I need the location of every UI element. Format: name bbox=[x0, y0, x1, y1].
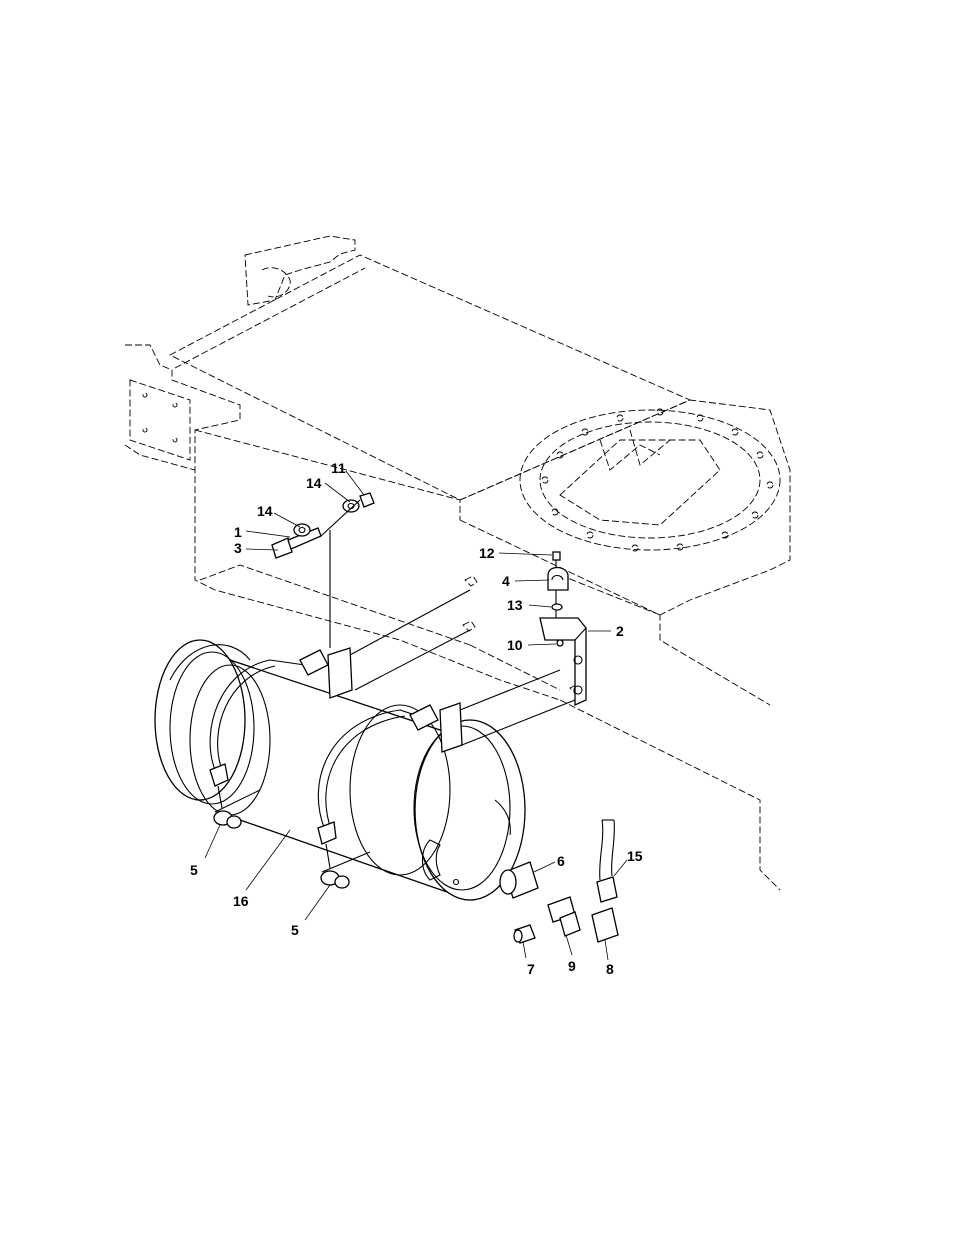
callout-5-a: 5 bbox=[190, 862, 198, 878]
callout-9: 9 bbox=[568, 958, 576, 974]
callout-1: 1 bbox=[234, 524, 242, 540]
callout-16: 16 bbox=[233, 893, 249, 909]
callout-7: 7 bbox=[527, 961, 535, 977]
callout-15: 15 bbox=[627, 848, 643, 864]
callout-3: 3 bbox=[234, 540, 242, 556]
callout-2: 2 bbox=[616, 623, 624, 639]
callout-13: 13 bbox=[507, 597, 523, 613]
callout-8: 8 bbox=[606, 961, 614, 977]
callout-14-b: 14 bbox=[306, 475, 322, 491]
callout-10: 10 bbox=[507, 637, 523, 653]
callout-6: 6 bbox=[557, 853, 565, 869]
bolt-hardware bbox=[272, 493, 374, 558]
bracket-hardware bbox=[540, 552, 586, 705]
callout-14-a: 14 bbox=[257, 503, 273, 519]
callout-12: 12 bbox=[479, 545, 495, 561]
callout-5-b: 5 bbox=[291, 922, 299, 938]
callout-4: 4 bbox=[502, 573, 510, 589]
canister-assembly bbox=[155, 640, 525, 900]
callout-11: 11 bbox=[331, 460, 346, 476]
